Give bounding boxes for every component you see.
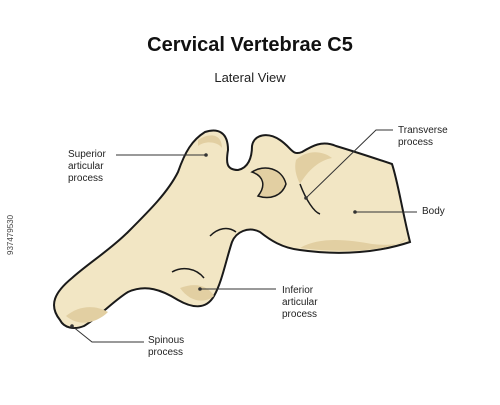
- label-line: articular: [282, 297, 318, 308]
- label-line: Transverse: [398, 125, 448, 136]
- label-line: articular: [68, 161, 104, 172]
- groove-line-1: [299, 183, 321, 215]
- leader-spinous-dot: [70, 324, 74, 328]
- label-line: process: [148, 347, 184, 358]
- leader-transverse: [305, 129, 393, 199]
- shadow-superior: [198, 135, 222, 148]
- label-spinous-process: Spinous process: [148, 335, 184, 359]
- shadow-pedicle: [250, 167, 287, 199]
- label-inferior-articular-process: Inferior articular process: [282, 285, 318, 321]
- label-line: Body: [422, 206, 445, 217]
- label-transverse-process: Transverse process: [398, 125, 448, 149]
- stock-id-watermark: 937479530: [6, 214, 15, 255]
- leader-inferior-dot: [198, 287, 202, 291]
- diagram-title: Cervical Vertebrae C5: [147, 34, 353, 56]
- label-line: process: [282, 309, 318, 320]
- label-line: Spinous: [148, 335, 185, 346]
- label-line: Superior: [68, 149, 106, 160]
- label-line: process: [68, 173, 104, 184]
- label-line: Inferior: [282, 285, 314, 296]
- groove-line-3: [171, 267, 205, 279]
- label-superior-articular-process: Superior articular process: [68, 149, 106, 185]
- leader-body-dot: [353, 210, 357, 214]
- shadow-body: [300, 238, 406, 251]
- leader-spinous: [71, 325, 144, 343]
- label-body: Body: [422, 206, 445, 218]
- groove-line-2: [209, 227, 237, 237]
- label-line: process: [398, 137, 434, 148]
- leader-superior-dot: [204, 153, 208, 157]
- shadow-spinous: [66, 307, 108, 323]
- leader-transverse-dot: [304, 196, 308, 200]
- diagram-subtitle: Lateral View: [214, 70, 286, 85]
- shadow-transverse: [295, 152, 332, 184]
